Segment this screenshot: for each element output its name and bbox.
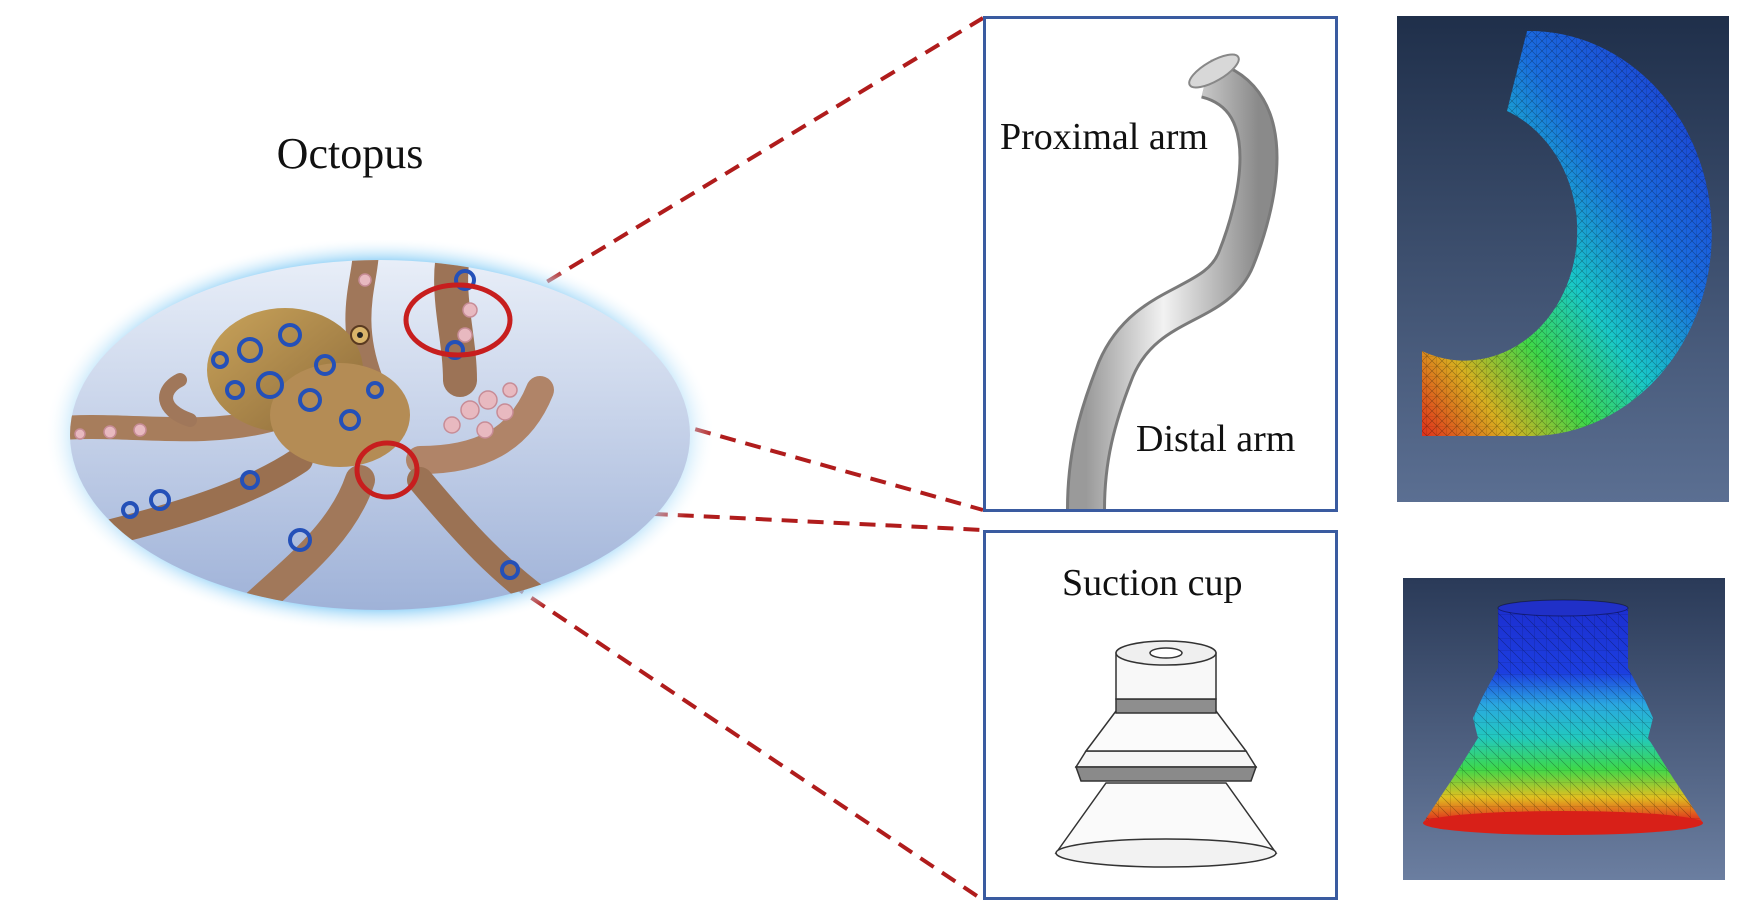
arm-model-panel: Proximal arm Distal arm xyxy=(983,16,1338,512)
suction-cup-fem-simulation xyxy=(1403,578,1725,880)
connector-line-arm-top xyxy=(523,16,985,297)
octopus-title: Octopus xyxy=(276,129,424,178)
suction-cup-panel: Suction cup xyxy=(983,530,1338,900)
arm-fem-simulation xyxy=(1397,16,1729,502)
suction-cup-3d-model xyxy=(1054,640,1278,868)
proximal-arm-label: Proximal arm xyxy=(1000,116,1208,158)
distal-arm-label: Distal arm xyxy=(1136,418,1296,460)
arm-3d-model xyxy=(1066,53,1279,509)
suction-cup-label: Suction cup xyxy=(1062,562,1243,604)
arm-highlight-circle xyxy=(403,282,513,358)
sucker-highlight-circle xyxy=(354,440,420,500)
octopus-illustration xyxy=(40,240,720,640)
